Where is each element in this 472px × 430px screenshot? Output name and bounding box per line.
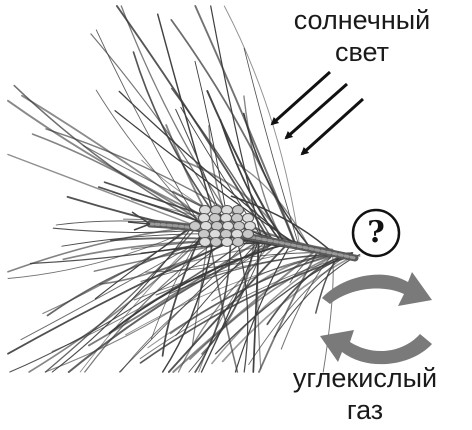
carbon-dioxide-label-line2: газ — [262, 394, 468, 426]
cone-scale — [245, 222, 256, 231]
cone-scale — [223, 222, 234, 231]
carbon-dioxide-label-line1: углекислый — [262, 362, 468, 394]
sunlight-arrow-icon — [272, 72, 330, 124]
cone-scale — [212, 222, 223, 231]
cone-scale — [232, 214, 243, 223]
cone-scale — [243, 214, 254, 223]
question-mark: ? — [354, 211, 398, 255]
incoming-gas-arrow-icon — [320, 330, 432, 364]
carbon-dioxide-label: углекислый газ — [262, 362, 468, 426]
sunlight-arrow-icon — [302, 99, 363, 154]
cone-scale — [234, 222, 245, 231]
gas-exchange-arrows — [320, 272, 432, 364]
cone-scale — [233, 238, 244, 247]
outgoing-gas-arrow-icon — [322, 272, 432, 306]
cone-scale — [222, 238, 233, 247]
sunlight-label-line1: солнечный — [262, 4, 462, 36]
cone-scale — [200, 238, 211, 247]
cone-scale — [221, 214, 232, 223]
cone-scale — [210, 214, 221, 223]
sunlight-arrow-icon — [286, 84, 347, 138]
cone-scale — [211, 238, 222, 247]
cone-scale — [199, 214, 210, 223]
sunlight-label: солнечный свет — [262, 4, 462, 68]
cone-scale — [190, 222, 201, 231]
sunlight-arrows — [272, 72, 363, 154]
cone-scale — [243, 230, 254, 239]
sunlight-label-line2: свет — [262, 36, 462, 68]
cone-scale — [201, 222, 212, 231]
